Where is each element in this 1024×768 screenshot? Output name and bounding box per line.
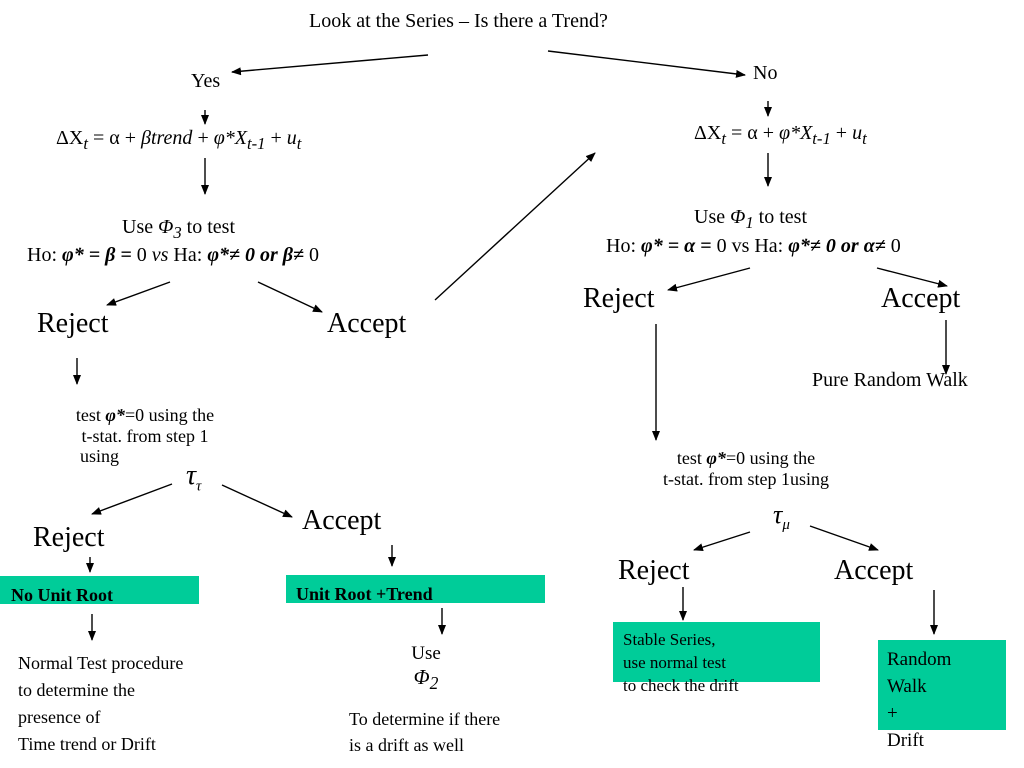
use-text: Use <box>122 216 159 238</box>
pure-random-walk: Pure Random Walk <box>812 369 968 391</box>
arrow-accept-to-right-branch <box>434 152 596 301</box>
equation-with-trend: ΔXt = α + βtrend + φ*Xt-1 + ut <box>56 127 301 153</box>
unit-root-trend-label: Unit Root +Trend <box>296 584 433 604</box>
drift-determine-text: To determine if there is a drift as well <box>349 709 501 755</box>
tau-tau-symbol: ττ <box>186 460 201 496</box>
phi-star-r: φ* <box>706 448 726 468</box>
vs-text: vs <box>151 244 169 266</box>
arrow-tau-to-accept2-right <box>809 525 879 551</box>
to-test-text: to test <box>181 216 236 238</box>
ho-zero-vs-r: 0 vs Ha: <box>716 235 789 257</box>
stable-series-label: Stable Series, use normal test to check … <box>623 630 739 695</box>
phi2-sub: 2 <box>429 673 439 694</box>
ha-zero: 0 <box>309 244 319 266</box>
phi-sub-r: 1 <box>745 213 754 232</box>
eq-u-r: u <box>852 122 863 144</box>
phi-symbol: Φ <box>158 216 174 238</box>
eq-u: u <box>286 127 297 149</box>
ha-zero-r: 0 <box>890 235 901 257</box>
use-phi2-text: Use <box>411 643 441 664</box>
arrow-to-reject-left <box>106 281 171 306</box>
arrow-to-accept-right <box>876 267 948 288</box>
normal-test-procedure: Normal Test procedure to determine the p… <box>18 653 184 754</box>
stable-series-box: Stable Series, use normal test to check … <box>613 622 820 695</box>
arrow-to-accept-left <box>257 281 323 313</box>
eq-delta-x: ΔX <box>56 127 84 149</box>
arrow-title-to-no <box>547 50 746 78</box>
arrow-tau-to-reject2-left <box>91 483 173 515</box>
phi-star: φ* <box>105 405 125 425</box>
eq-plus-r: + <box>830 122 853 144</box>
ho-zero: 0 <box>136 244 152 266</box>
use-phi1-label: Use Φ1 to test <box>694 206 807 232</box>
accept-left: Accept <box>327 308 407 339</box>
equation-no-trend: ΔXt = α + φ*Xt-1 + ut <box>694 122 867 148</box>
ha-expression-r: φ*≠ 0 or α≠ <box>788 235 891 257</box>
test-line-2: t-stat. from step 1 <box>81 425 209 446</box>
eq-alpha: = α + <box>87 127 141 149</box>
to-test-text-r: to test <box>753 206 808 228</box>
test-post: =0 using the <box>124 405 215 425</box>
hypothesis-left: Ho: φ* = β = 0 vs Ha: φ*≠ 0 or β≠ 0 <box>27 244 319 267</box>
test-line-2-r: t-stat. from step 1using <box>663 468 829 489</box>
eq-plus-2: + <box>265 127 287 149</box>
hypothesis-right: Ho: φ* = α = 0 vs Ha: φ*≠ 0 or α≠ 0 <box>606 235 901 258</box>
phi-sub: 3 <box>173 223 182 242</box>
eq-sub-t1: t-1 <box>247 134 266 153</box>
phi-symbol-r: Φ <box>730 206 746 228</box>
accept-right-2: Accept <box>834 555 914 586</box>
arrow-to-reject-right <box>667 267 751 292</box>
tau-main-r: τ <box>773 500 783 529</box>
reject-left: Reject <box>37 308 109 339</box>
ha-label: Ha: <box>168 244 208 266</box>
no-label: No <box>753 62 778 84</box>
test-post-r: =0 using the <box>725 448 816 468</box>
reject-right-2: Reject <box>618 555 690 586</box>
ho-label: Ho: <box>27 244 62 266</box>
accept-left-2: Accept <box>302 505 382 536</box>
use-phi2-label: Use Φ2 <box>400 643 452 693</box>
arrow-tau-to-reject2-right <box>693 531 751 552</box>
ho-label-r: Ho: <box>606 235 641 257</box>
no-unit-root-box: No Unit Root <box>0 576 199 605</box>
eq-phi-x: φ*X <box>213 127 247 149</box>
eq-plus: + <box>192 127 214 149</box>
use-text-r: Use <box>694 206 731 228</box>
phi2-symbol: Φ <box>413 664 430 689</box>
unit-root-trend-box: Unit Root +Trend <box>286 575 545 604</box>
arrow-title-to-yes <box>231 54 429 76</box>
yes-label: Yes <box>191 70 221 92</box>
no-unit-root-label: No Unit Root <box>11 585 113 605</box>
reject-right: Reject <box>583 283 655 314</box>
tau-mu-symbol: τμ <box>773 500 790 534</box>
random-walk-drift-label: Random Walk + Drift <box>887 649 952 751</box>
test-text-r: test <box>676 448 707 468</box>
tau-main: τ <box>186 460 197 491</box>
eq-phi-x-r: φ*X <box>779 122 813 144</box>
ho-expression: φ* = β = <box>62 244 137 266</box>
random-walk-drift-box: Random Walk + Drift <box>878 640 1006 751</box>
ha-expression: φ*≠ 0 or β≠ <box>207 244 309 266</box>
eq-sub-t: t <box>83 134 88 153</box>
eq-delta-x-r: ΔX <box>694 122 722 144</box>
eq-sub-t1-r: t-1 <box>812 129 831 148</box>
eq-sub-t2: t <box>296 134 302 153</box>
eq-alpha-r: = α + <box>725 122 779 144</box>
arrow-tau-to-accept2-left <box>221 484 293 518</box>
test-phi-left: test φ*=0 using the t-stat. from step 1 … <box>40 405 250 467</box>
accept-right: Accept <box>881 283 961 314</box>
page-title: Look at the Series – Is there a Trend? <box>309 10 608 32</box>
eq-beta-trend: βtrend <box>141 127 193 149</box>
tau-sub: τ <box>196 478 202 495</box>
test-line-3: using <box>80 446 120 467</box>
eq-sub-t2-r: t <box>862 129 867 148</box>
use-phi3-label: Use Φ3 to test <box>122 216 235 242</box>
ho-expression-r: φ* = α = <box>641 235 717 257</box>
tau-sub-r: μ <box>782 517 790 534</box>
test-text: test <box>75 405 106 425</box>
reject-left-2: Reject <box>33 522 105 553</box>
test-phi-right: test φ*=0 using the t-stat. from step 1u… <box>630 448 862 489</box>
eq-sub-t-r: t <box>721 129 726 148</box>
